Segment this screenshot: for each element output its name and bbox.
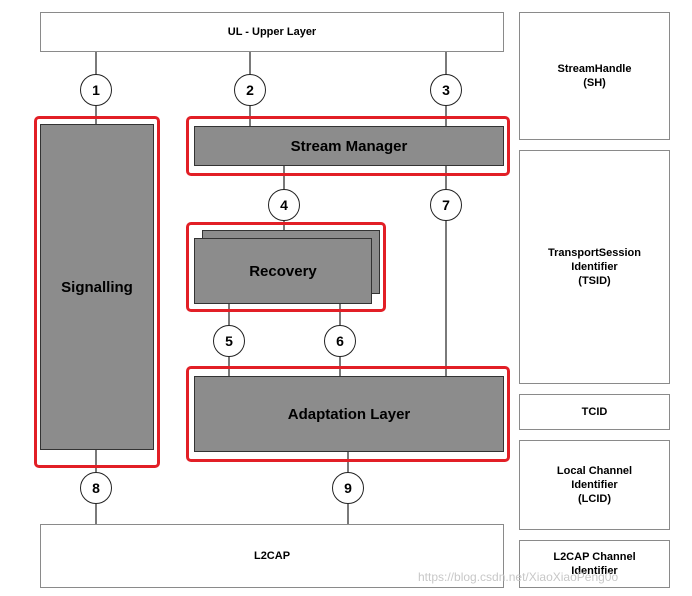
circle-3: 3 [430, 74, 462, 106]
tcid-label: TCID [581, 406, 608, 418]
l2cap-cid-cell: L2CAP Channel Identifier [519, 540, 670, 588]
stream-handle-label: StreamHandle (SH) [557, 63, 632, 89]
tsid-cell: TransportSession Identifier (TSID) [519, 150, 670, 384]
circle-2: 2 [234, 74, 266, 106]
adaptation-layer-block: Adaptation Layer [194, 376, 504, 452]
signalling-block: Signalling [40, 124, 154, 450]
circle-5: 5 [213, 325, 245, 357]
l2cap-label: L2CAP [253, 550, 291, 562]
stream-manager-label: Stream Manager [290, 137, 408, 155]
stream-manager-block: Stream Manager [194, 126, 504, 166]
recovery-block: Recovery [194, 238, 372, 304]
tcid-cell: TCID [519, 394, 670, 430]
stream-handle-cell: StreamHandle (SH) [519, 12, 670, 140]
recovery-label: Recovery [249, 262, 317, 280]
adaptation-layer-highlight [186, 366, 510, 462]
signalling-highlight [34, 116, 160, 468]
lcid-cell: Local Channel Identifier (LCID) [519, 440, 670, 530]
stream-manager-highlight [186, 116, 510, 176]
circle-8: 8 [80, 472, 112, 504]
l2cap-cid-label: L2CAP Channel Identifier [553, 551, 636, 577]
circle-7: 7 [430, 189, 462, 221]
recovery-highlight [186, 222, 386, 312]
circle-4: 4 [268, 189, 300, 221]
watermark-text: https://blog.csdn.net/XiaoXiaoPeng0o [418, 570, 619, 584]
lcid-label: Local Channel Identifier (LCID) [556, 465, 633, 505]
tsid-label: TransportSession Identifier (TSID) [548, 247, 641, 287]
upper-layer-box: UL - Upper Layer [40, 12, 504, 52]
circle-1: 1 [80, 74, 112, 106]
adaptation-layer-label: Adaptation Layer [287, 405, 411, 423]
circle-6: 6 [324, 325, 356, 357]
l2cap-box: L2CAP [40, 524, 504, 588]
signalling-label: Signalling [61, 278, 133, 296]
upper-layer-label: UL - Upper Layer [227, 26, 317, 38]
circle-9: 9 [332, 472, 364, 504]
